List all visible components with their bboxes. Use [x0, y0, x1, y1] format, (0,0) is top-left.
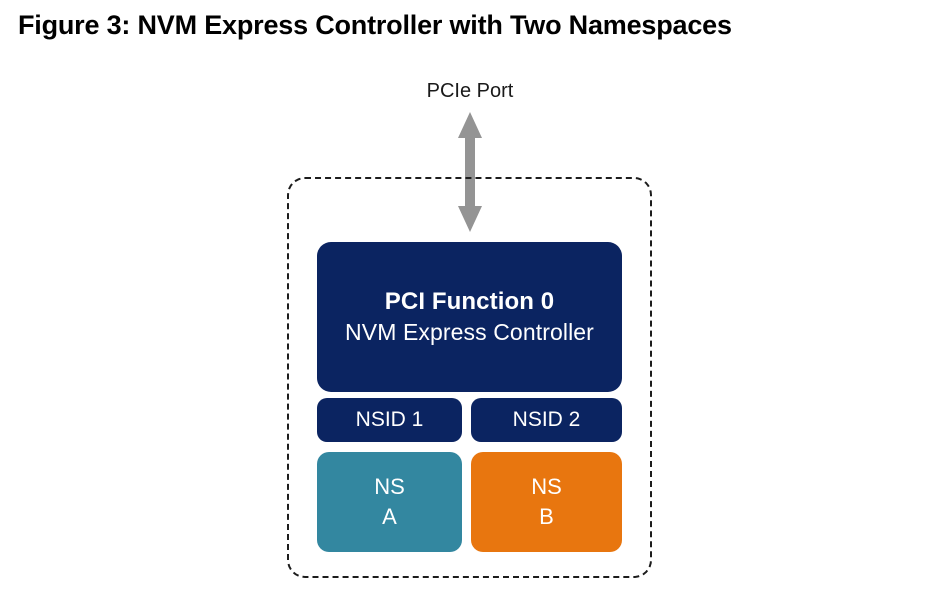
namespace-b-box: NS B [471, 452, 622, 552]
figure-title: Figure 3: NVM Express Controller with Tw… [18, 10, 732, 40]
namespace-b-label-line2: B [539, 504, 554, 529]
double-headed-arrow-shape [458, 112, 482, 232]
namespace-a-box: NS A [317, 452, 462, 552]
nsid-1-box: NSID 1 [317, 398, 462, 442]
pcie-port-label: PCIe Port [426, 80, 514, 102]
nsid-2-label: NSID 2 [512, 408, 581, 431]
nvm-express-controller-boundary [287, 177, 652, 578]
pci-function-0-title: PCI Function 0 [384, 288, 555, 315]
namespace-a-label-line1: NS [374, 474, 405, 499]
nsid-2-box: NSID 2 [471, 398, 622, 442]
nsid-1-label: NSID 1 [355, 408, 424, 431]
namespace-a-label-line2: A [382, 504, 397, 529]
namespace-b-label-line1: NS [531, 474, 562, 499]
pci-function-0-box: PCI Function 0 NVM Express Controller [317, 242, 622, 392]
nvm-express-controller-subtitle: NVM Express Controller [345, 319, 594, 345]
pcie-port-arrow-icon [458, 112, 482, 232]
